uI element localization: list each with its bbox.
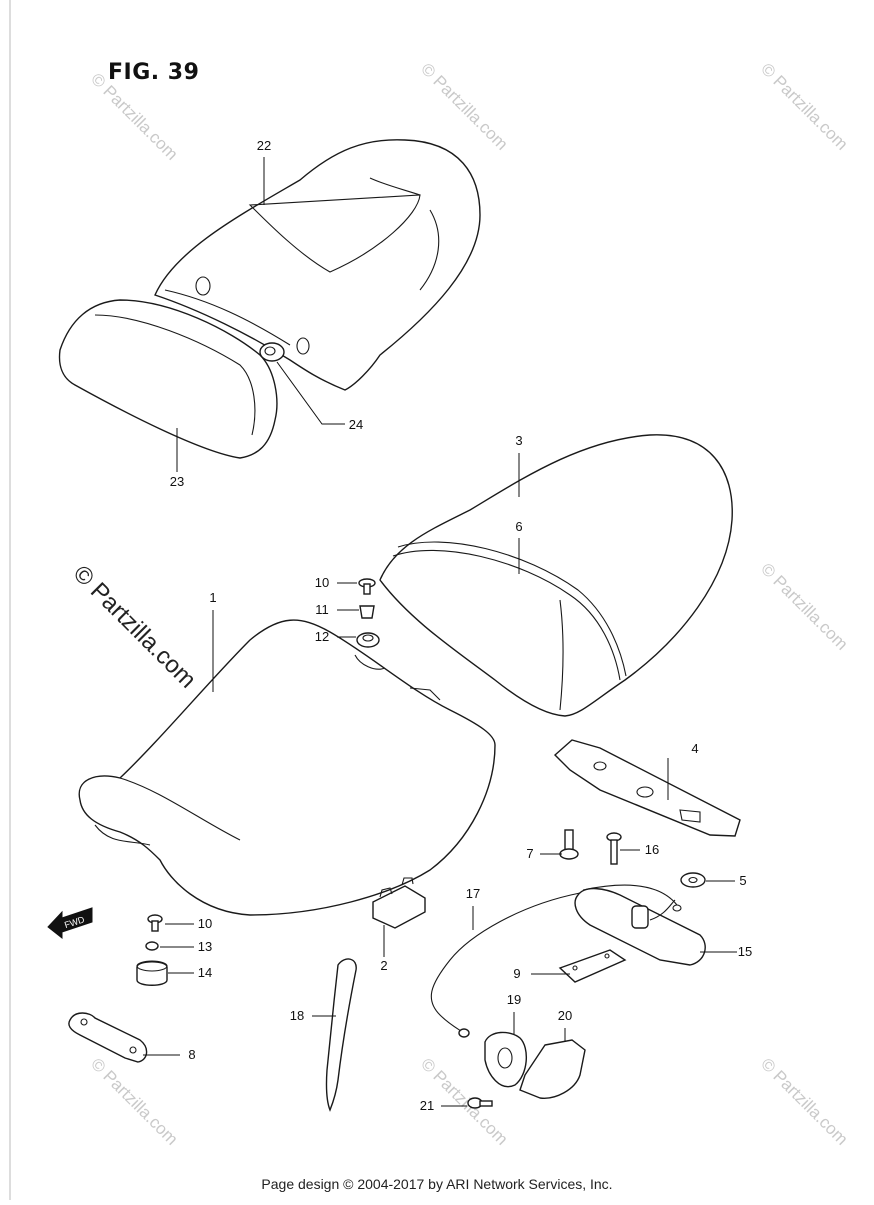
callout-3[interactable]: 3 — [515, 433, 522, 448]
part-8-hook[interactable] — [68, 1012, 148, 1063]
callout-19[interactable]: 19 — [507, 992, 521, 1007]
watermark-5: © Partzilla.com — [757, 559, 851, 653]
part-24-cushion[interactable] — [259, 342, 285, 362]
part-5-washer[interactable] — [680, 872, 706, 888]
part-20-lock-bracket[interactable] — [519, 1039, 586, 1099]
part-23-rear-seat-pad[interactable] — [58, 299, 278, 459]
part-3-rear-seat[interactable] — [379, 434, 733, 717]
part-17-cable[interactable] — [430, 884, 678, 1038]
callout-7[interactable]: 7 — [526, 846, 533, 861]
callout-24[interactable]: 24 — [349, 417, 363, 432]
callout-10a[interactable]: 10 — [315, 575, 329, 590]
footer-copyright: Page design © 2004-2017 by ARI Network S… — [261, 1176, 613, 1192]
figure-title: FIG. 39 — [108, 60, 200, 85]
callout-17[interactable]: 17 — [466, 886, 480, 901]
watermark-8: © Partzilla.com — [757, 1054, 851, 1148]
part-1-front-seat[interactable] — [78, 619, 496, 916]
watermark-2: © Partzilla.com — [417, 59, 511, 153]
leader-lines — [143, 157, 737, 1107]
part-2-holder[interactable] — [372, 877, 426, 929]
watermark-3: © Partzilla.com — [757, 59, 851, 153]
part-4-seat-bracket[interactable] — [553, 739, 741, 837]
callout-12[interactable]: 12 — [315, 629, 329, 644]
part-10-screw-lower[interactable] — [147, 914, 163, 932]
callout-20[interactable]: 20 — [558, 1008, 572, 1023]
callout-18[interactable]: 18 — [290, 1008, 304, 1023]
callout-9[interactable]: 9 — [513, 966, 520, 981]
part-22-seat-tail-cowl[interactable] — [154, 139, 481, 391]
callout-11[interactable]: 11 — [315, 602, 329, 617]
callout-23[interactable]: 23 — [170, 474, 184, 489]
part-11-collar[interactable] — [359, 605, 375, 619]
callout-5[interactable]: 5 — [739, 873, 746, 888]
callout-21[interactable]: 21 — [420, 1098, 434, 1113]
part-19-seat-lock[interactable] — [484, 1031, 527, 1088]
callout-13[interactable]: 13 — [198, 939, 212, 954]
callout-22[interactable]: 22 — [257, 138, 271, 153]
fwd-arrow: FWD — [47, 907, 93, 940]
watermark-6: © Partzilla.com — [87, 1054, 181, 1148]
part-16-screw[interactable] — [606, 832, 622, 865]
callout-14[interactable]: 14 — [198, 965, 212, 980]
part-18-band[interactable] — [325, 958, 357, 1112]
part-13-washer[interactable] — [145, 941, 159, 951]
part-9-plate[interactable] — [558, 949, 627, 983]
callout-16[interactable]: 16 — [645, 842, 659, 857]
callout-4[interactable]: 4 — [691, 741, 698, 756]
part-7-bolt[interactable] — [559, 829, 579, 860]
callout-2[interactable]: 2 — [380, 958, 387, 973]
callout-8[interactable]: 8 — [188, 1047, 195, 1062]
callout-6[interactable]: 6 — [515, 519, 522, 534]
callout-10b[interactable]: 10 — [198, 916, 212, 931]
part-21-screw[interactable] — [467, 1097, 493, 1109]
callout-15[interactable]: 15 — [738, 944, 752, 959]
part-15-lock-plate[interactable] — [574, 887, 706, 966]
part-12-cushion[interactable] — [356, 632, 380, 648]
callout-1[interactable]: 1 — [209, 590, 216, 605]
leader-24 — [276, 361, 345, 425]
watermark-large: © Partzilla.com — [68, 560, 201, 693]
part-10-screw-top[interactable] — [358, 578, 376, 595]
part-14-spacer[interactable] — [136, 960, 168, 986]
